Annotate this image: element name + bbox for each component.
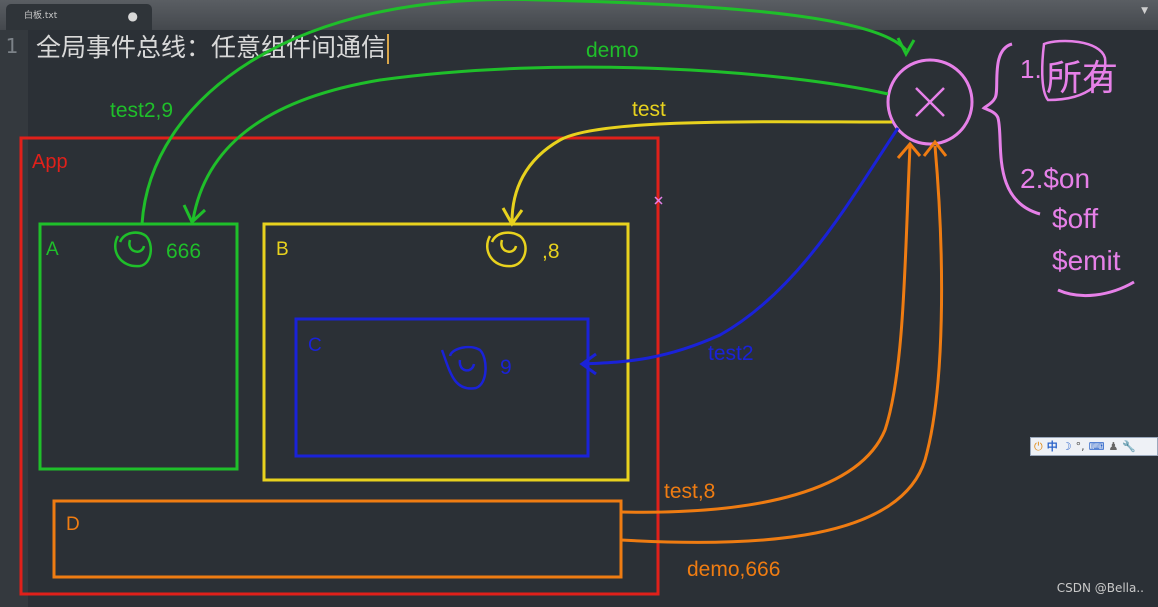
arrow-bus-to-b: [510, 120, 893, 223]
ime-power-icon[interactable]: ⏻: [1034, 439, 1043, 453]
ime-toolbar: ⏻ 中 ☽ °, ⌨ ♟ 🔧: [1030, 437, 1158, 456]
arrow-bus-to-c: [583, 127, 900, 366]
text-caret: [387, 34, 390, 64]
hook-icon-c: [440, 345, 487, 390]
arrow-head-a-to-bus: [896, 37, 916, 58]
unsaved-dot-icon[interactable]: ●: [127, 9, 138, 23]
arrow-bus-to-a: [191, 65, 889, 221]
emit-underline: [1057, 280, 1135, 298]
component-a-label: A: [46, 239, 59, 260]
notes-item2: 2.$on: [1020, 163, 1090, 194]
notes-brace: [981, 42, 1041, 216]
value-a: 666: [166, 240, 201, 263]
watermark: CSDN @Bella..: [1056, 581, 1144, 595]
label-test: test: [632, 98, 666, 121]
ime-chinese-mode-icon[interactable]: 中: [1046, 439, 1058, 453]
tab-menu-chevron-icon[interactable]: ▼: [1141, 6, 1148, 16]
arrow-d-to-bus-demo: [620, 145, 944, 544]
component-a-box: [38, 222, 239, 471]
app-label: App: [32, 151, 68, 173]
tab-bar: 白板.txt ● ▼: [0, 0, 1158, 30]
file-tab[interactable]: 白板.txt ●: [6, 4, 152, 30]
event-bus-circle: [886, 58, 974, 146]
arrow-head-demo666: [922, 139, 948, 157]
component-b-label: B: [276, 239, 289, 260]
value-b: ,8: [542, 240, 560, 263]
component-c-box: [294, 317, 590, 458]
file-tab-title: 白板.txt: [24, 11, 58, 21]
label-demo-666: demo,666: [687, 558, 780, 581]
editor-line-text: 全局事件总线：任意组件间通信: [36, 33, 387, 62]
ime-punctuation-icon[interactable]: °,: [1075, 439, 1085, 453]
hook-icon-a: [114, 231, 153, 268]
line-gutter: [0, 30, 28, 607]
component-d-box: [52, 499, 623, 579]
label-demo: demo: [586, 39, 639, 62]
component-b-box: [262, 222, 630, 482]
label-test2: test2: [708, 342, 754, 365]
ime-user-icon[interactable]: ♟: [1108, 439, 1119, 453]
hook-icon-b: [486, 231, 527, 268]
arrow-a-to-bus: [140, 0, 908, 225]
notes-word-circle: [1041, 39, 1107, 102]
component-c-label: C: [308, 335, 322, 356]
value-c: 9: [500, 356, 512, 379]
arrow-head-bus-to-c: [579, 352, 597, 376]
notes-off: $off: [1052, 203, 1098, 234]
event-bus-x-icon: [915, 87, 945, 117]
ime-settings-icon[interactable]: 🔧: [1122, 439, 1137, 453]
arrow-head-test8: [896, 141, 922, 159]
notes-emit: $emit: [1052, 245, 1121, 276]
label-test-8: test,8: [664, 480, 715, 503]
line-number: 1: [5, 34, 19, 58]
editor-line[interactable]: 全局事件总线：任意组件间通信: [36, 30, 390, 66]
component-d-label: D: [66, 514, 80, 535]
notes-item1-word: 所有: [1046, 57, 1118, 98]
arrow-head-bus-to-b: [501, 207, 524, 227]
cursor-crosshair-icon-stroke: [654, 196, 663, 205]
app-box: [19, 136, 660, 596]
ime-keyboard-icon[interactable]: ⌨: [1088, 439, 1105, 453]
label-test2-9: test2,9: [110, 99, 173, 122]
arrow-d-to-bus-test: [620, 145, 912, 514]
ime-halfwidth-icon[interactable]: ☽: [1061, 439, 1072, 453]
notes-item1: 1.: [1020, 54, 1042, 84]
arrow-head-bus-to-a: [182, 204, 207, 225]
